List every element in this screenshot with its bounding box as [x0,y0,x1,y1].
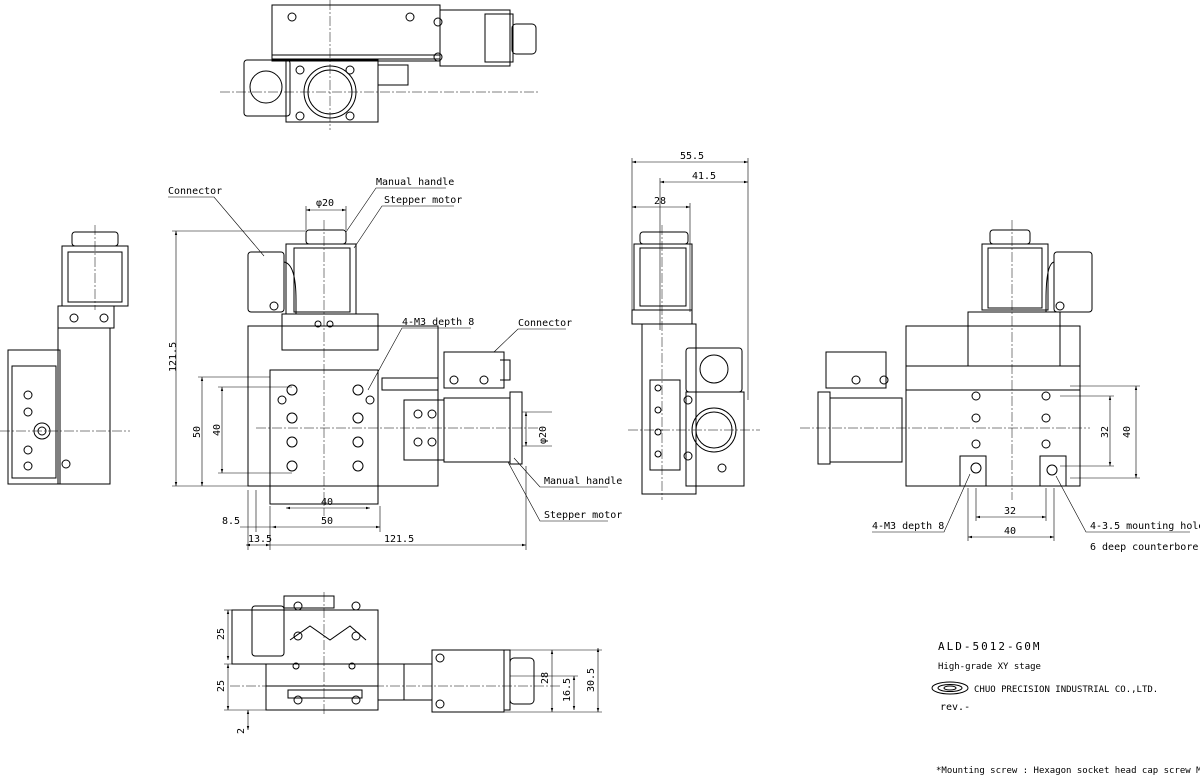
revision: rev.- [940,702,970,713]
dim-28-b: 28 [540,672,551,684]
label-stepper-motor-right: Stepper motor [544,510,622,521]
dim-50-v: 50 [192,426,203,438]
dim-2: 2 [236,728,247,734]
dim-121-5-h: 121.5 [384,534,414,545]
title-block: ALD-5012-G0M High-grade XY stage CHUO PR… [931,640,1200,776]
label-phi20-side: φ20 [538,426,549,444]
dim-25-a: 25 [216,628,227,640]
dim-32-h: 32 [1004,506,1016,517]
dim-40-v: 40 [212,424,223,436]
label-mounting-hole: 4-3.5 mounting hole, [1090,521,1200,532]
company-logo [931,681,969,695]
elevation-dimensions [224,609,602,730]
product-description: High-grade XY stage [938,662,1041,672]
footnote: *Mounting screw : Hexagon socket head ca… [936,766,1200,776]
dim-55-5: 55.5 [680,151,704,162]
label-connector-front: Connector [168,186,222,197]
rear-view [800,220,1093,500]
dim-25-b: 25 [216,680,227,692]
company-name: CHUO PRECISION INDUSTRIAL CO.,LTD. [974,685,1158,695]
rear-dimensions [872,385,1190,541]
label-connector-right: Connector [518,318,572,329]
top-view [220,0,540,130]
right-side-view [628,225,760,500]
front-leaders [168,187,608,522]
dim-40-h: 40 [321,497,333,508]
dim-50-h: 50 [321,516,333,527]
elevation-view [230,592,560,716]
dim-28-top: 28 [654,196,666,207]
model-number: ALD-5012-G0M [938,640,1041,653]
dim-16-5: 16.5 [562,678,573,702]
dim-40-h-rear: 40 [1004,526,1016,537]
front-view [247,220,540,516]
label-manual-handle-right: Manual handle [544,476,622,487]
dim-121-5-v: 121.5 [168,342,179,372]
front-dimensions [172,206,552,550]
dim-40-v-rear: 40 [1122,426,1133,438]
label-manual-handle-front: Manual handle [376,177,454,188]
dim-32-v: 32 [1100,426,1111,438]
label-m3-rear: 4-M3 depth 8 [872,521,944,532]
right-side-dimensions [631,158,749,400]
dim-41-5: 41.5 [692,171,716,182]
label-counterbore: 6 deep counterbore [1090,542,1198,553]
dim-8-5: 8.5 [222,516,240,527]
dim-13-5: 13.5 [248,534,272,545]
dimension-text: 121.5 50 40 40 50 8.5 13.5 121.5 55.5 41… [168,151,1133,734]
dim-30-5: 30.5 [586,668,597,692]
labels: Connector Manual handle Stepper motor Co… [168,177,1200,553]
label-stepper-motor-front: Stepper motor [384,195,462,206]
left-side-view [0,225,130,485]
label-m3-front: 4-M3 depth 8 [402,317,474,328]
label-phi20-top: φ20 [316,198,334,209]
